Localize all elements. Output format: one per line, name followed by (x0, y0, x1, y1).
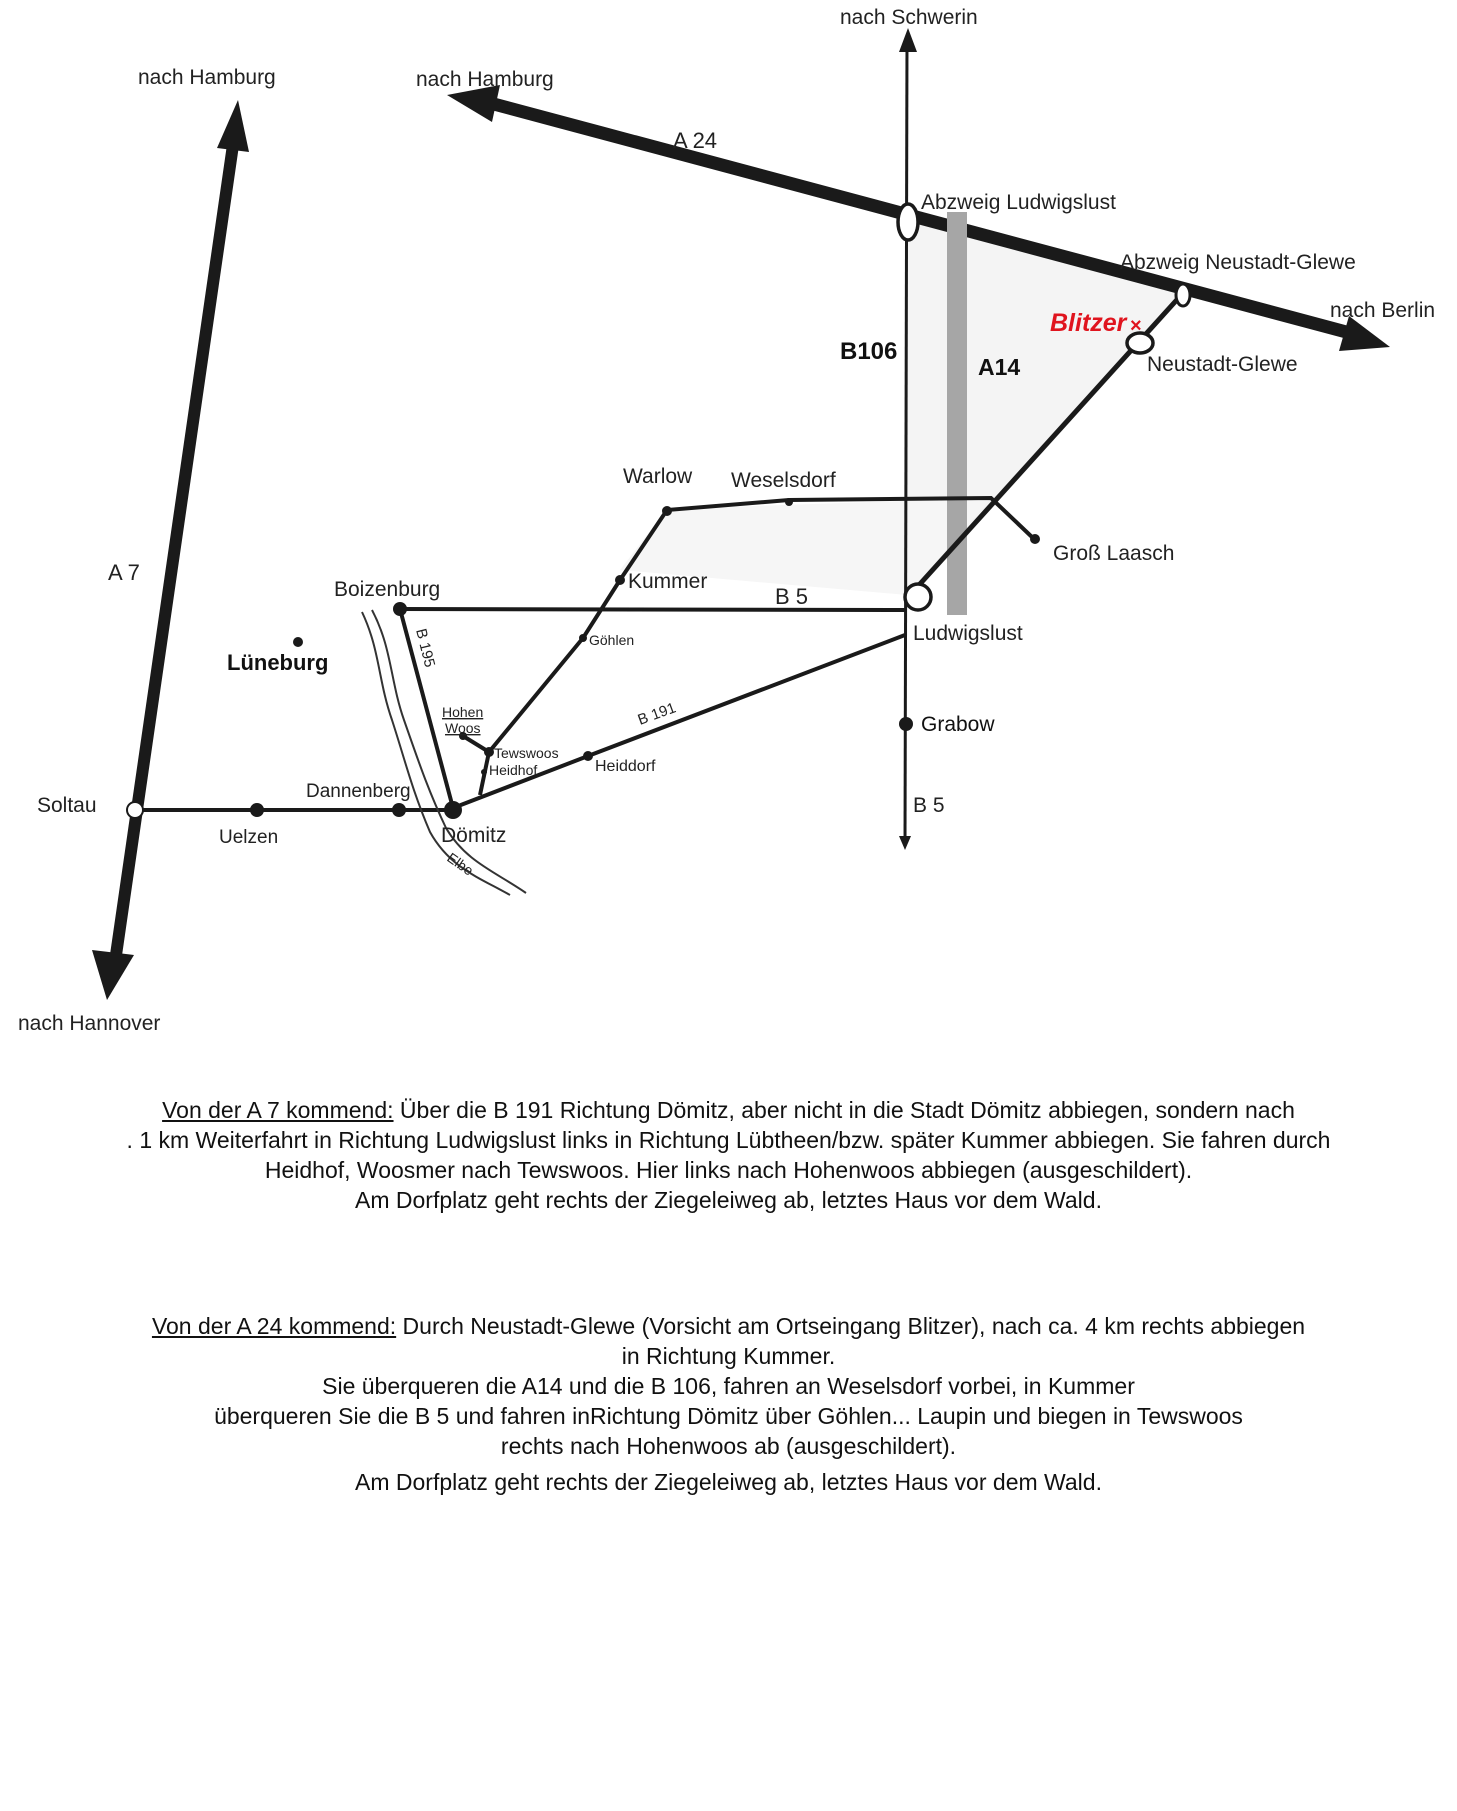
dot-kummer (615, 575, 625, 585)
a7-line3: Heidhof, Woosmer nach Tewswoos. Hier lin… (264, 1157, 1193, 1183)
label-a7: A 7 (108, 560, 140, 585)
a24-road (488, 96, 1352, 340)
elbe-river (361, 611, 511, 896)
dot-doemitz (444, 801, 462, 819)
label-a24: A 24 (673, 128, 717, 153)
label-b5-south: B 5 (913, 794, 945, 817)
a7-line1: Von der A 7 kommend: Über die B 191 Rich… (0, 1095, 1457, 1125)
label-nach-schwerin: nach Schwerin (840, 6, 978, 29)
label-uelzen: Uelzen (219, 827, 278, 848)
label-nach-hannover: nach Hannover (18, 1012, 160, 1035)
label-b106: B106 (840, 338, 897, 365)
label-abzweig-neustadt-glewe: Abzweig Neustadt-Glewe (1120, 251, 1356, 274)
label-kummer: Kummer (628, 570, 707, 593)
label-soltau: Soltau (37, 794, 97, 817)
a24-line1-text: Durch Neustadt-Glewe (Vorsicht am Ortsei… (396, 1313, 1306, 1339)
label-gross-laasch: Groß Laasch (1053, 542, 1174, 565)
junction-ludwigslust (896, 202, 920, 242)
b195-road (398, 608, 455, 809)
dot-heidhof (481, 769, 487, 775)
a24-line6: Am Dorfplatz geht rechts der Ziegeleiweg… (355, 1469, 1102, 1495)
directions-from-a7: Von der A 7 kommend: Über die B 191 Rich… (0, 1095, 1457, 1215)
node-neustadt-glewe (1125, 331, 1155, 355)
label-dannenberg: Dannenberg (306, 781, 411, 802)
b106-arrow-north (899, 28, 917, 52)
dot-boizenburg (393, 602, 407, 616)
dot-uelzen (250, 803, 264, 817)
a24-line1: Von der A 24 kommend: Durch Neustadt-Gle… (0, 1311, 1457, 1341)
a24-line2: in Richtung Kummer. (621, 1343, 836, 1369)
a14-bar (947, 212, 967, 615)
dot-tewswoos (484, 747, 494, 757)
dot-grabow (899, 717, 913, 731)
b5-road (399, 607, 906, 612)
b191-road (452, 633, 906, 810)
a7-line1-text: Über die B 191 Richtung Dömitz, aber nic… (393, 1097, 1295, 1123)
junction-neustadt-glewe (1174, 282, 1192, 308)
a7-arrow-south (92, 950, 134, 1000)
b106-arrow-south (899, 836, 911, 850)
dot-gross-laasch (1030, 534, 1040, 544)
label-lueneburg: Lüneburg (227, 650, 328, 675)
shaded-area-lower (620, 498, 991, 595)
directions-from-a24: Von der A 24 kommend: Durch Neustadt-Gle… (0, 1311, 1457, 1497)
label-grabow: Grabow (921, 713, 995, 736)
dot-hohenwoos (459, 732, 467, 740)
label-goehlen: Göhlen (589, 632, 634, 648)
a24-lead: Von der A 24 kommend: (151, 1313, 397, 1339)
label-warlow: Warlow (623, 465, 693, 488)
a24-line5: rechts nach Hohenwoos ab (ausgeschildert… (500, 1433, 957, 1459)
dot-heiddorf (583, 751, 593, 761)
label-neustadt-glewe: Neustadt-Glewe (1147, 353, 1298, 376)
label-nach-hamburg-a7: nach Hamburg (138, 66, 276, 89)
label-weselsdorf: Weselsdorf (731, 469, 836, 492)
label-tewswoos: Tewswoos (494, 745, 559, 761)
a7-line2: . 1 km Weiterfahrt in Richtung Ludwigslu… (126, 1127, 1331, 1153)
dot-lueneburg (293, 637, 303, 647)
dot-warlow (662, 506, 672, 516)
label-nach-hamburg-a24: nach Hamburg (416, 68, 554, 91)
a7-road (110, 144, 239, 956)
a7-lead: Von der A 7 kommend: (162, 1097, 394, 1123)
label-heiddorf: Heiddorf (595, 758, 656, 775)
node-soltau (126, 801, 144, 819)
route-map: Blitzer × A 7 A 24 B106 A14 B 5 B 5 B 19… (18, 6, 1435, 1035)
blitzer-label: Blitzer (1050, 309, 1128, 337)
elbe-river-bank (371, 609, 527, 894)
label-hohen: Hohen (442, 704, 483, 720)
dot-goehlen (579, 634, 587, 642)
road-hohenwoos (461, 734, 491, 754)
label-heidhof: Heidhof (489, 762, 537, 778)
label-woos: Woos (445, 720, 481, 736)
b106-road (903, 39, 909, 844)
dot-dannenberg (392, 803, 406, 817)
label-b5-east: B 5 (775, 584, 808, 609)
label-boizenburg: Boizenburg (334, 578, 440, 601)
blitzer-cross-icon: × (1130, 315, 1142, 337)
a24-line4: überqueren Sie die B 5 und fahren inRich… (214, 1403, 1243, 1429)
node-ludwigslust (903, 582, 933, 612)
label-doemitz: Dömitz (441, 824, 506, 847)
label-a14: A14 (978, 354, 1020, 380)
label-nach-berlin: nach Berlin (1330, 299, 1435, 322)
a24-arrow-east (1339, 316, 1390, 351)
a7-line4: Am Dorfplatz geht rechts der Ziegeleiweg… (355, 1187, 1102, 1213)
dot-weselsdorf (785, 498, 793, 506)
a24-line3: Sie überqueren die A14 und die B 106, fa… (322, 1373, 1135, 1399)
label-ludwigslust: Ludwigslust (913, 622, 1023, 645)
a7-arrow-north (217, 100, 249, 152)
label-abzweig-ludwigslust: Abzweig Ludwigslust (921, 191, 1116, 214)
a24-arrow-west (447, 85, 500, 122)
